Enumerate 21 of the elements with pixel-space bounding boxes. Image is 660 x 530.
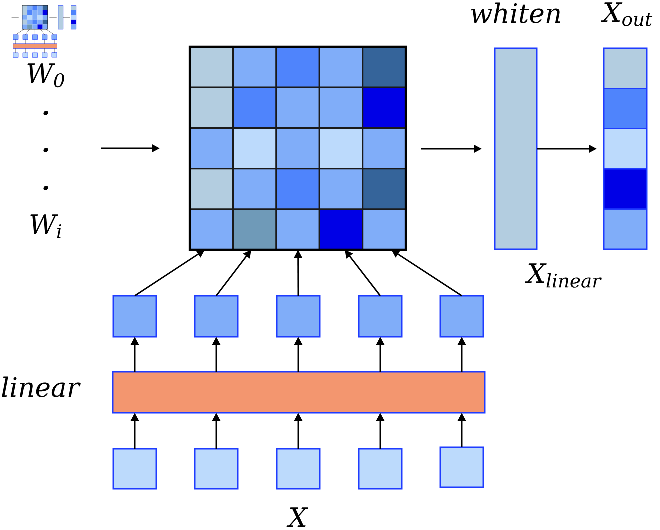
ellipsis-dot: . — [44, 110, 48, 116]
math-label: X$_{linear}$ — [525, 264, 602, 288]
square-box — [440, 446, 484, 488]
square-box — [358, 295, 403, 338]
math-label: X$_{out}$ — [601, 2, 653, 26]
square-box — [358, 448, 403, 490]
square-box — [276, 295, 321, 338]
math-label: X — [286, 508, 308, 527]
square-box — [112, 295, 158, 338]
math-label: whiten — [471, 2, 560, 24]
math-label: W$_{i}$ — [30, 214, 62, 238]
math-label: W$_{0}$ — [28, 64, 64, 88]
math-label: linear — [2, 376, 81, 398]
square-box — [194, 448, 239, 490]
square-box — [440, 295, 484, 338]
ellipsis-dot: . — [44, 186, 48, 190]
square-box — [276, 448, 321, 490]
ellipsis-dot: . — [44, 148, 48, 152]
square-box — [194, 295, 239, 338]
square-box — [112, 448, 158, 490]
heatmap-grid — [188, 46, 408, 252]
